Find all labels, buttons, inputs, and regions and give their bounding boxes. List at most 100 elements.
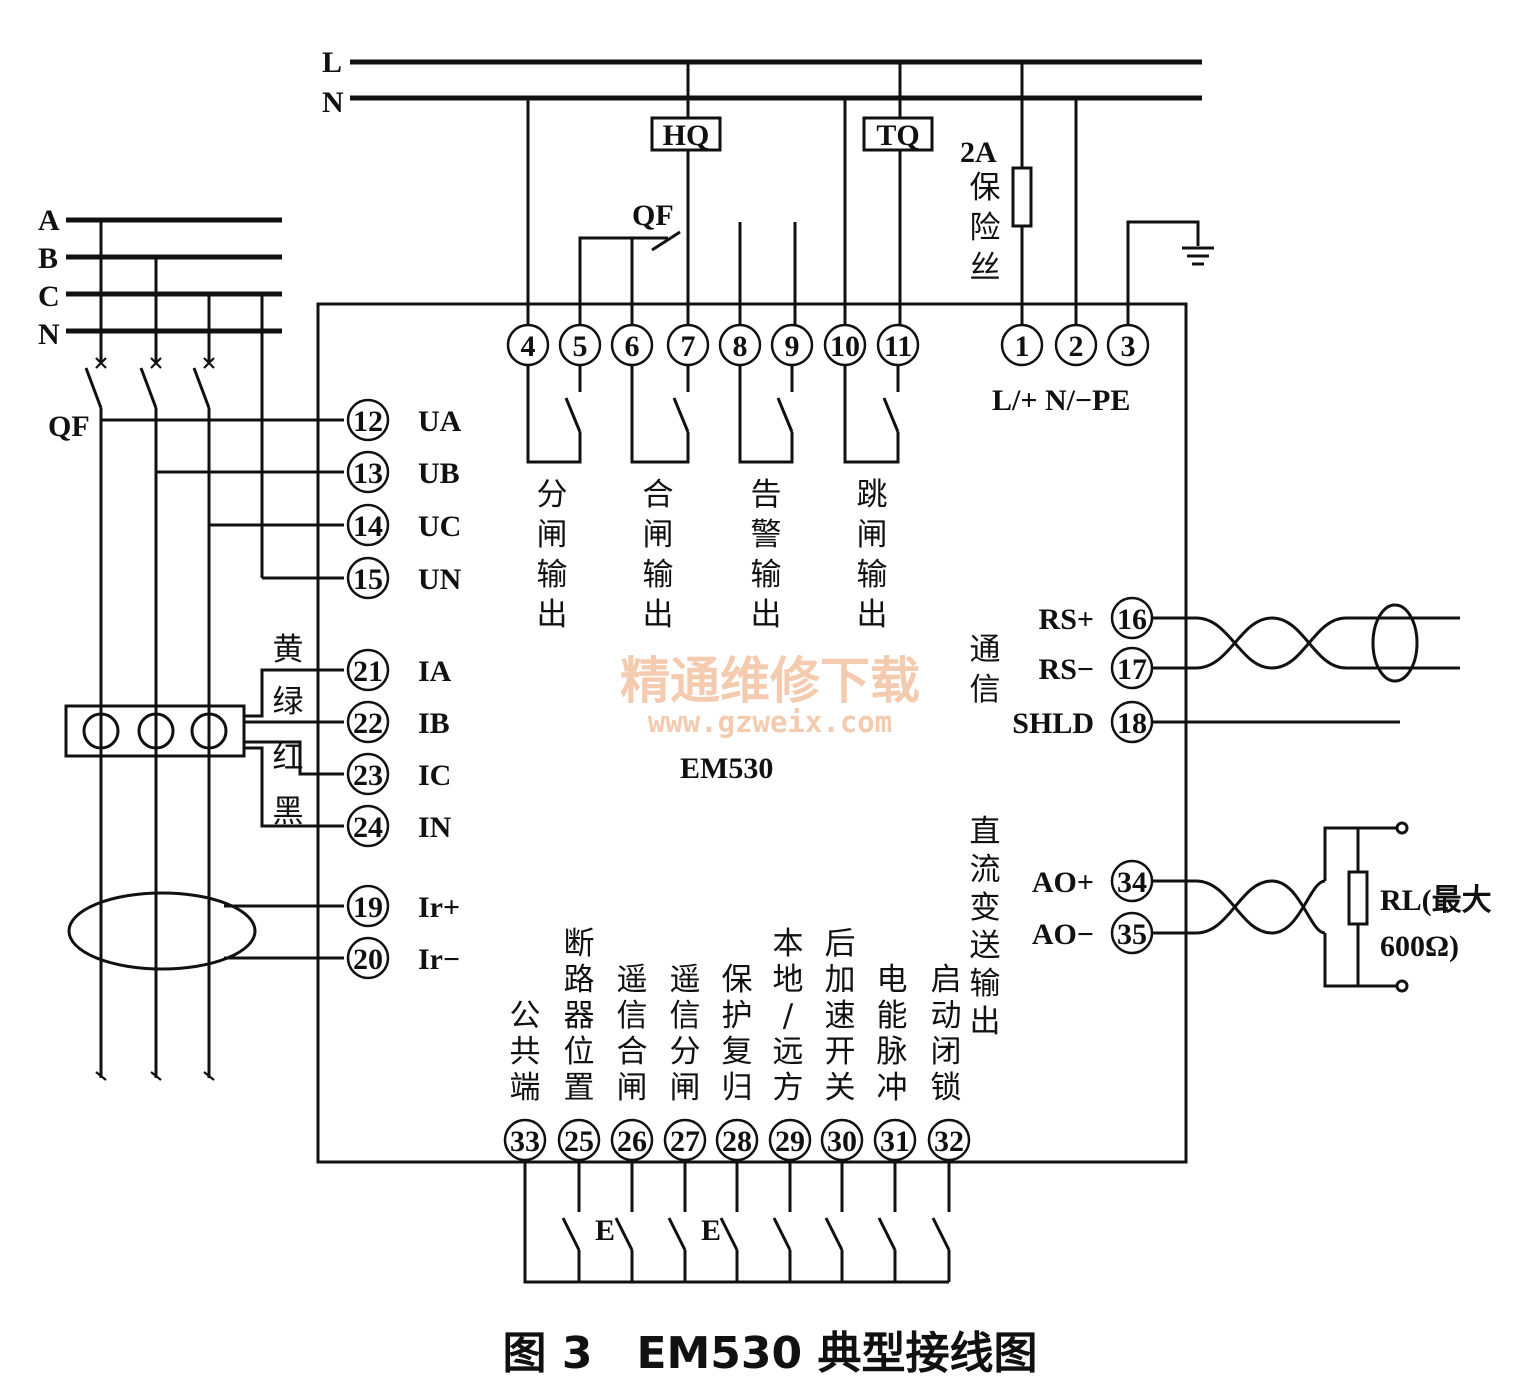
output-contact-wire (843, 365, 900, 464)
terminal-6: 6 (610, 323, 654, 367)
terminal-30: 30 (820, 1118, 864, 1162)
terminal-8: 8 (718, 323, 762, 367)
input-label-2-char: 闸 (617, 1070, 648, 1106)
terminal-13-number: 13 (353, 457, 383, 490)
analog-label-char: 出 (970, 1004, 1001, 1040)
qf-aux-label: QF (632, 199, 674, 232)
phase-droppers: QF (48, 220, 264, 1081)
terminal-27: 27 (663, 1118, 707, 1162)
terminal-18-circle (1110, 700, 1154, 744)
terminal-22: 22 (346, 700, 390, 744)
terminal-5-number: 5 (573, 330, 588, 363)
input-contact-blade (931, 1217, 951, 1251)
terminal-11: 11 (876, 323, 920, 367)
terminal-9-number: 9 (785, 330, 800, 363)
ao-open-terminal-1 (1395, 821, 1409, 835)
terminal-19: 19 (346, 884, 390, 928)
contact-mark: E (595, 1214, 615, 1247)
bus-label-c: C (38, 280, 60, 313)
terminal-21-circle (346, 648, 390, 692)
terminal-21: 21 (346, 648, 390, 692)
wire-ic (244, 740, 344, 776)
bus-label-b: B (38, 242, 58, 275)
terminal-label-34: AO+ (1032, 866, 1094, 899)
terminal-33: 33 (503, 1118, 547, 1162)
input-label-6-char: 开 (825, 1034, 856, 1070)
terminal-18: 18 (1110, 700, 1154, 744)
terminal-20: 20 (346, 936, 390, 980)
terminal-3-circle (1106, 323, 1150, 367)
terminal-label-21: IA (418, 655, 452, 688)
qf-x-b (150, 357, 162, 369)
drop-ends (95, 1071, 215, 1081)
output-label-2-char: 警 (751, 517, 782, 553)
fuse-label-0: 2A (960, 136, 997, 169)
terminal-28: 28 (715, 1118, 759, 1162)
input-label-1-char: 置 (564, 1070, 595, 1106)
input-label-6-char: 关 (825, 1070, 856, 1106)
terminal-33-number: 33 (510, 1125, 540, 1158)
terminal-25-number: 25 (564, 1125, 594, 1158)
top-buses: L N (322, 46, 1202, 119)
comm-shield-ring (1371, 603, 1419, 683)
bus-label-n: N (322, 86, 344, 119)
input-label-8-char: 闭 (931, 1034, 962, 1070)
device-body (316, 302, 1188, 1164)
ao-twisted-2 (1152, 879, 1326, 935)
terminal-10-number: 10 (830, 330, 860, 363)
input-contact-blade (824, 1217, 844, 1251)
left-buses: A B C N (38, 204, 282, 351)
input-label-5-char: 方 (773, 1070, 804, 1106)
terminal-label-35: AO− (1032, 918, 1094, 951)
comm-label-1: 信 (970, 672, 1001, 708)
terminal-20-number: 20 (353, 943, 383, 976)
terminal-4-number: 4 (521, 330, 536, 363)
analog-label-char: 直 (970, 814, 1001, 850)
terminal-26: 26 (610, 1118, 654, 1162)
output-label-1-char: 合 (643, 477, 674, 513)
terminal-17-circle (1110, 646, 1154, 690)
contact-mark: E (701, 1214, 721, 1247)
qf-aux-contact (651, 230, 681, 252)
terminal-28-circle (715, 1118, 759, 1162)
wire-in (244, 746, 344, 828)
output-label-3-char: 出 (857, 597, 888, 633)
fuse-label-1: 保 (970, 170, 1001, 206)
terminal-label-16: RS+ (1039, 603, 1094, 636)
input-label-3-char: 分 (670, 1034, 701, 1070)
wire-color-red: 红 (273, 740, 304, 776)
terminal-2: 2 (1054, 323, 1098, 367)
input-label-4-char: 复 (722, 1034, 753, 1070)
terminal-label-17: RS− (1039, 653, 1094, 686)
terminal-11-number: 11 (884, 330, 912, 363)
input-label-5-char: 地 (773, 962, 804, 998)
terminal-15-circle (346, 556, 390, 600)
terminal-27-number: 27 (670, 1125, 700, 1158)
qf-x-c (203, 357, 215, 369)
terminal-label-20: Ir− (418, 943, 460, 976)
output-label-0-char: 输 (537, 557, 568, 593)
relay-hq (650, 116, 722, 152)
zero-ct-ring (67, 891, 257, 971)
terminal-17: 17 (1110, 646, 1154, 690)
terminal-label-13: UB (418, 457, 460, 490)
output-contact-blade (776, 397, 794, 433)
terminal-31: 31 (873, 1118, 917, 1162)
terminal-34-circle (1110, 859, 1154, 903)
terminal-32-number: 32 (934, 1125, 964, 1158)
voltage-wiring (101, 418, 344, 580)
input-label-2-char: 遥 (617, 962, 648, 998)
input-label-6-char: 速 (825, 998, 856, 1034)
wire-ia (244, 668, 344, 718)
terminal-28-number: 28 (722, 1125, 752, 1158)
analog-label-char: 变 (970, 890, 1001, 926)
terminal-26-circle (610, 1118, 654, 1162)
terminal-12-number: 12 (353, 405, 383, 438)
terminal-1: 1 (1000, 323, 1044, 367)
input-label-7-char: 电 (877, 962, 908, 998)
input-label-4-char: 保 (722, 962, 753, 998)
output-label-0-char: 分 (537, 477, 568, 513)
